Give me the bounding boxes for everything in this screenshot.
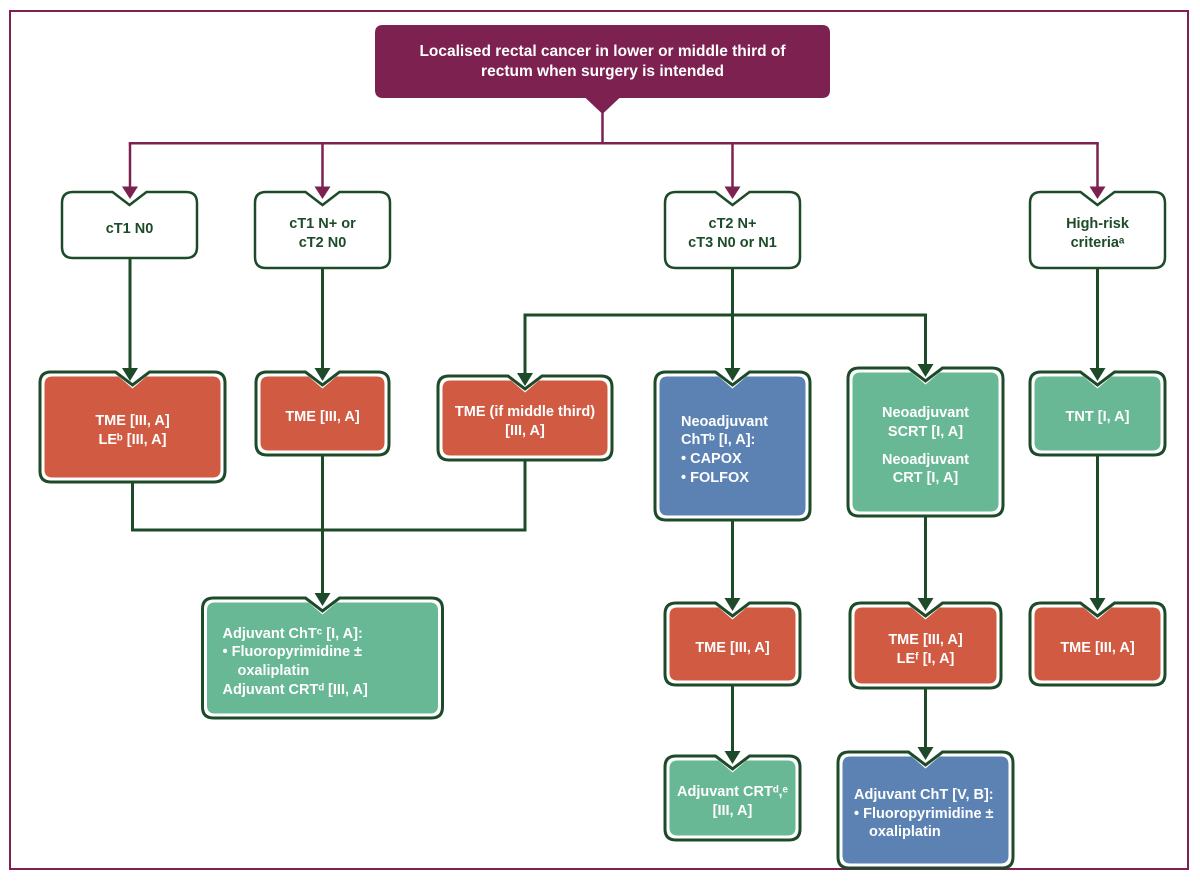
node-line: TME [III, A] — [695, 639, 770, 656]
node-line: Localised rectal cancer in lower or midd… — [419, 42, 786, 60]
node-tme-1: TME [III, A] — [256, 372, 389, 455]
node-adjuvant-crt: Adjuvant CRTᵈ,ᵉ [III, A] — [665, 756, 800, 840]
node-line: cT2 N+ — [708, 216, 757, 233]
node-line: Adjuvant ChTᶜ [I, A]: — [222, 625, 363, 642]
node-ct1-nplus-ct2-n0: cT1 N+ or cT2 N0 — [255, 192, 390, 268]
node-neoadjuvant-cht: Neoadjuvant ChTᵇ [I, A]: • CAPOX • FOLFO… — [655, 372, 810, 520]
node-tme-middle-third: TME (if middle third) [III, A] — [438, 376, 612, 460]
node-line: Neoadjuvant — [681, 413, 769, 430]
node-high-risk-criteria: High-risk criteriaᵃ — [1030, 192, 1165, 268]
node-ct1-n0: cT1 N0 — [62, 192, 197, 258]
node-tme-3: TME [III, A] — [1030, 603, 1165, 685]
node-line: rectum when surgery is intended — [481, 62, 724, 80]
node-line: CRT [I, A] — [892, 470, 959, 487]
node-line: cT1 N+ or — [289, 216, 356, 233]
node-line: oxaliplatin — [237, 663, 310, 679]
node-line: TME (if middle third) — [454, 404, 596, 421]
node-tme-2: TME [III, A] — [665, 603, 800, 685]
node-line: Adjuvant CRTᵈ,ᵉ — [676, 784, 788, 801]
node-line: Neoadjuvant — [881, 405, 969, 422]
node-line: TME [III, A] — [285, 409, 360, 426]
node-adjuvant-cht-vb: Adjuvant ChT [V, B]: • Fluoropyrimidine … — [838, 752, 1013, 868]
node-line: oxaliplatin — [869, 824, 941, 841]
node-line: TME [III, A] — [95, 413, 170, 430]
node-tme-le-f: TME [III, A] LEᶠ [I, A] — [850, 603, 1001, 688]
node-line: Neoadjuvant — [881, 451, 969, 468]
node-line: SCRT [I, A] — [887, 423, 964, 440]
node-tme-le: TME [III, A] LEᵇ [III, A] — [40, 372, 225, 482]
node-line: Adjuvant CRTᵈ [III, A] — [222, 681, 368, 698]
node-line: • Fluoropyrimidine ± — [222, 644, 363, 661]
node-ct2-nplus-ct3: cT2 N+ cT3 N0 or N1 — [665, 192, 800, 268]
node-neoadjuvant-scrt-crt: Neoadjuvant SCRT [I, A] Neoadjuvant CRT … — [848, 368, 1003, 516]
node-line: High-risk — [1066, 216, 1129, 233]
node-adjuvant-cht: Adjuvant ChTᶜ [I, A]: • Fluoropyrimidine… — [203, 598, 443, 718]
root-pointer — [584, 96, 621, 114]
node-root-title: Localised rectal cancer in lower or midd… — [375, 25, 830, 98]
node-line: ChTᵇ [I, A]: — [681, 432, 756, 449]
node-line: [III, A] — [712, 803, 753, 819]
node-line: • Fluoropyrimidine ± — [854, 805, 994, 822]
node-line: [III, A] — [505, 423, 545, 439]
node-line: • FOLFOX — [681, 469, 749, 486]
node-line: TME [III, A] — [1060, 639, 1135, 656]
node-line: Adjuvant ChT [V, B]: — [854, 787, 994, 804]
node-line: criteriaᵃ — [1070, 235, 1125, 251]
node-line: LEᶠ [I, A] — [896, 650, 955, 667]
node-line: cT2 N0 — [298, 235, 347, 251]
node-line: cT3 N0 or N1 — [688, 235, 777, 251]
node-line: LEᵇ [III, A] — [98, 432, 167, 448]
node-line: TME [III, A] — [888, 631, 963, 648]
node-line: cT1 N0 — [105, 220, 154, 237]
node-line: • CAPOX — [681, 451, 742, 467]
node-line: TNT [I, A] — [1065, 409, 1130, 426]
node-tnt: TNT [I, A] — [1030, 372, 1165, 455]
